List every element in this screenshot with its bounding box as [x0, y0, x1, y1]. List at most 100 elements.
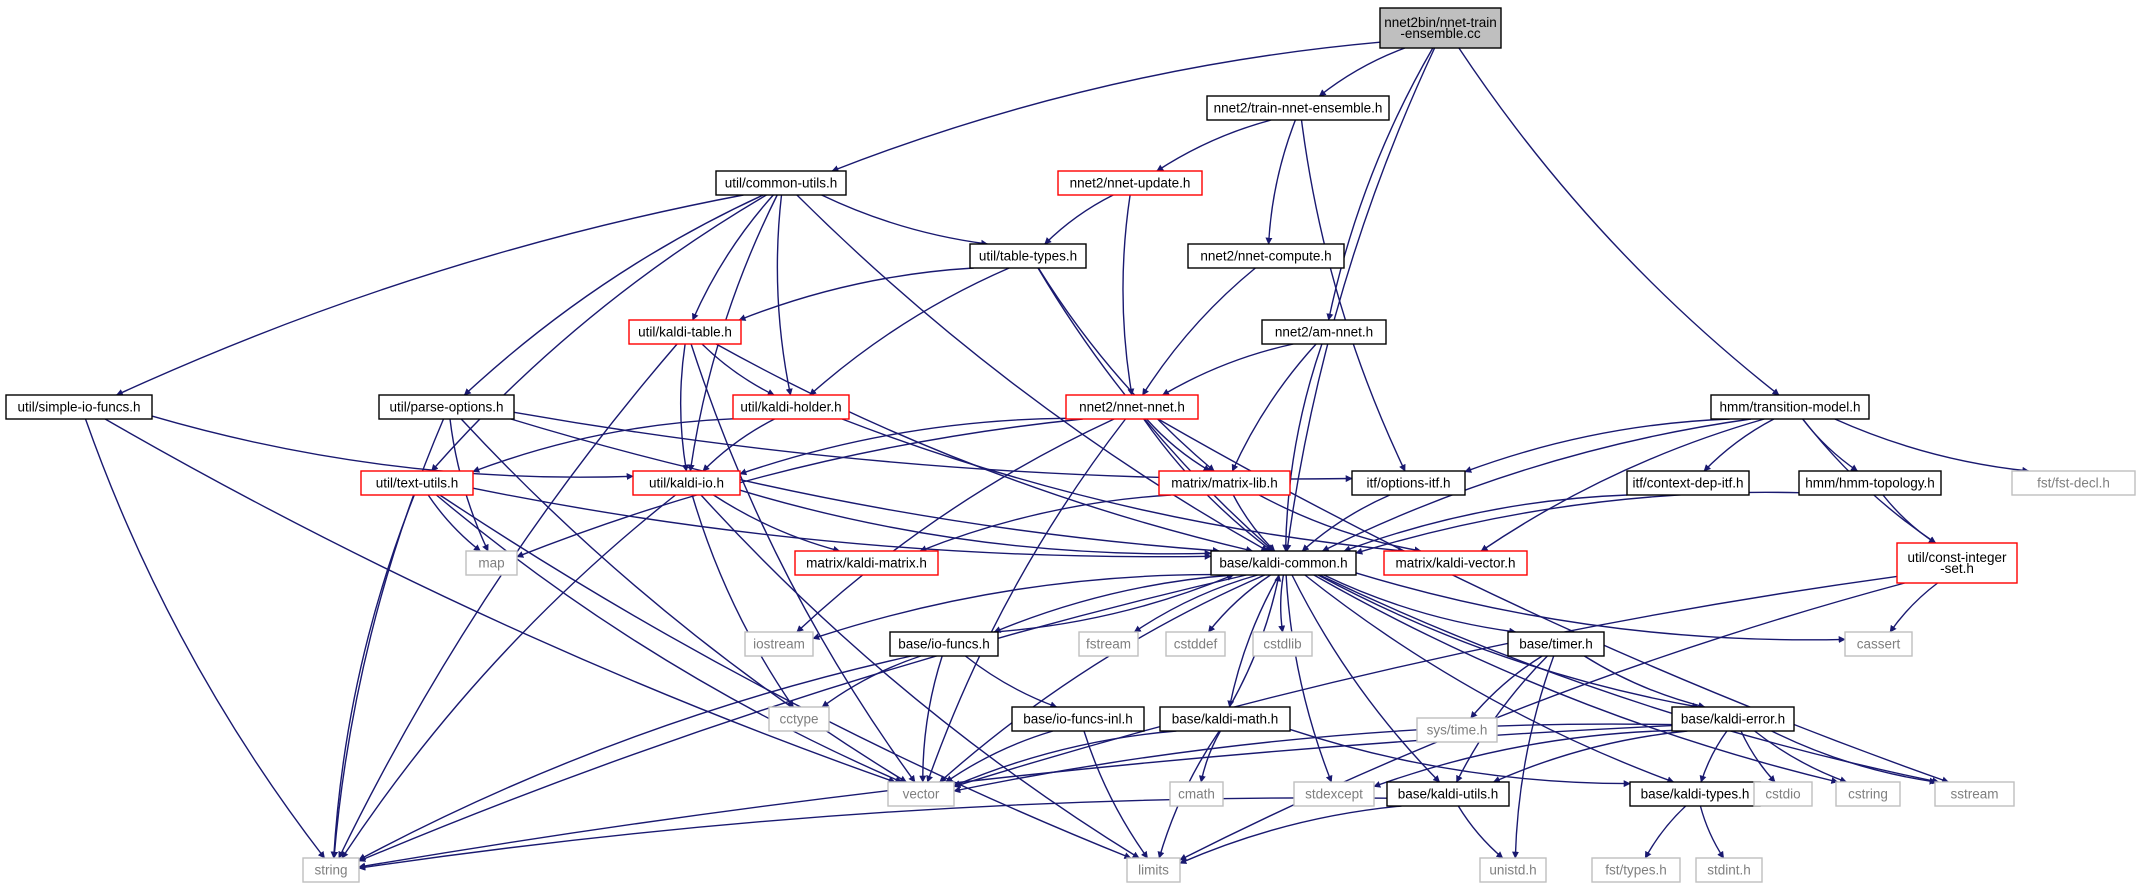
edge-matrixlib-to-kaldivector	[1258, 494, 1422, 554]
node-constint[interactable]: util/const-integer-set.h	[1896, 542, 2018, 584]
node-box	[1386, 781, 1510, 807]
edge-line	[1457, 805, 1504, 859]
node-label: cctype	[779, 712, 818, 727]
node-update[interactable]: nnet2/nnet-update.h	[1057, 170, 1203, 196]
node-box	[1934, 781, 2015, 807]
edge-kaldi_table-to-vector	[690, 343, 916, 783]
edge-line	[692, 194, 774, 321]
node-label: util/simple-io-funcs.h	[17, 400, 140, 415]
node-table[interactable]: util/table-types.h	[969, 243, 1087, 269]
edge-line	[151, 415, 634, 481]
node-label: -ensemble.cc	[1400, 26, 1481, 41]
node-holder[interactable]: util/kaldi-holder.h	[732, 394, 850, 420]
node-box	[1065, 394, 1199, 420]
node-box	[1206, 95, 1390, 121]
edge-line	[1699, 730, 1728, 783]
edge-line	[939, 574, 1265, 783]
node-kaldimath[interactable]: base/kaldi-math.h	[1159, 706, 1291, 732]
edge-line	[1231, 343, 1317, 472]
node-cctype: cctype	[768, 706, 830, 732]
edge-kaldierror-to-kaldiutils	[1492, 730, 1688, 783]
edge-kaldierror-to-cstring	[1754, 730, 1848, 784]
node-iofuncs[interactable]: base/io-funcs.h	[889, 631, 999, 657]
edge-line	[1889, 582, 1939, 633]
edge-timer-to-systime	[1470, 655, 1543, 719]
node-hmmtopo[interactable]: hmm/hmm-topology.h	[1798, 470, 1942, 496]
edge-holder-to-kaldivector	[841, 418, 1406, 554]
node-label: util/table-types.h	[979, 249, 1077, 264]
node-label: util/kaldi-io.h	[649, 476, 724, 491]
node-box	[1379, 7, 1502, 49]
node-train[interactable]: nnet2/train-nnet-ensemble.h	[1206, 95, 1390, 121]
node-box	[1671, 706, 1795, 732]
node-kaldimatrix[interactable]: matrix/kaldi-matrix.h	[794, 550, 939, 576]
edge-line	[1146, 418, 1211, 472]
node-timer[interactable]: base/timer.h	[1507, 631, 1605, 657]
edge-line	[1301, 494, 1391, 552]
edge-line	[1162, 343, 1294, 396]
node-amnnet[interactable]: nnet2/am-nnet.h	[1261, 319, 1387, 345]
node-box	[1252, 631, 1313, 657]
edge-iofuncs-to-kaldicommon	[994, 574, 1234, 633]
node-optionsitf[interactable]: itf/options-itf.h	[1351, 470, 1466, 496]
node-label: util/const-integer	[1907, 550, 2007, 565]
node-label: base/kaldi-utils.h	[1398, 787, 1499, 802]
node-box	[465, 550, 518, 576]
node-kaldivector[interactable]: matrix/kaldi-vector.h	[1383, 550, 1528, 576]
node-nnet[interactable]: nnet2/nnet-nnet.h	[1065, 394, 1199, 420]
node-systime: sys/time.h	[1416, 717, 1498, 743]
edge-line	[1319, 574, 1940, 785]
node-matrixlib[interactable]: matrix/matrix-lib.h	[1158, 470, 1291, 496]
edge-line	[1317, 574, 1700, 710]
edge-line	[1323, 574, 1517, 635]
edge-line	[1179, 582, 1905, 861]
node-label: stdint.h	[1707, 863, 1751, 878]
edge-kaldimath-to-kalditypes	[1289, 728, 1631, 788]
node-common[interactable]: util/common-utils.h	[715, 170, 847, 196]
node-simpleio[interactable]: util/simple-io-funcs.h	[5, 394, 153, 420]
edge-line	[472, 418, 734, 473]
node-transition[interactable]: hmm/transition-model.h	[1710, 394, 1870, 420]
edge-nnet-to-vector	[926, 418, 1127, 783]
edge-kaldicommon-to-iofuncs	[993, 574, 1234, 633]
node-map: map	[465, 550, 518, 576]
node-compute[interactable]: nnet2/nnet-compute.h	[1187, 243, 1345, 269]
node-root[interactable]: nnet2bin/nnet-train-ensemble.cc	[1379, 7, 1502, 49]
node-kaldiutils[interactable]: base/kaldi-utils.h	[1386, 781, 1510, 807]
edge-parse-to-kaldicommon	[510, 418, 1220, 555]
edge-update-to-nnet	[1122, 194, 1135, 396]
edge-nnet-to-iostream	[796, 418, 1115, 633]
node-kaldicommon[interactable]: base/kaldi-common.h	[1210, 550, 1357, 576]
node-kaldierror[interactable]: base/kaldi-error.h	[1671, 706, 1795, 732]
edge-table-to-matrixlib	[1037, 267, 1215, 472]
node-stdint: stdint.h	[1695, 857, 1763, 883]
node-box	[628, 319, 742, 345]
node-parse[interactable]: util/parse-options.h	[378, 394, 515, 420]
edge-line	[1304, 574, 1675, 784]
edge-holder-to-kaldiio	[702, 418, 775, 472]
node-box	[1011, 706, 1145, 732]
edge-iofuncs-to-vector	[919, 655, 943, 783]
edge-kaldicommon-to-cstring	[1313, 574, 1839, 784]
node-textutils[interactable]: util/text-utils.h	[360, 470, 474, 496]
node-iofuncsinl[interactable]: base/io-funcs-inl.h	[1011, 706, 1145, 732]
node-label: util/parse-options.h	[389, 400, 503, 415]
node-label: base/io-funcs.h	[898, 637, 990, 652]
edge-line	[821, 655, 922, 708]
node-vector: vector	[887, 781, 955, 807]
edge-line	[1179, 805, 1402, 864]
node-kaldi_table[interactable]: util/kaldi-table.h	[628, 319, 742, 345]
node-label: fst/fst-decl.h	[2037, 476, 2110, 491]
node-box	[1798, 470, 1942, 496]
node-box	[360, 470, 474, 496]
edge-line	[953, 575, 1898, 789]
edge-line	[821, 194, 989, 247]
edge-update-to-table	[1044, 194, 1114, 245]
node-kalditypes[interactable]: base/kaldi-types.h	[1629, 781, 1761, 807]
node-contextdep[interactable]: itf/context-dep-itf.h	[1626, 470, 1750, 496]
edge-kaldiio-to-cctype	[691, 494, 794, 708]
edge-line	[776, 194, 793, 396]
node-kaldiio[interactable]: util/kaldi-io.h	[632, 470, 741, 496]
node-label: hmm/hmm-topology.h	[1805, 476, 1935, 491]
edge-common-to-kaldicommon	[796, 194, 1269, 552]
